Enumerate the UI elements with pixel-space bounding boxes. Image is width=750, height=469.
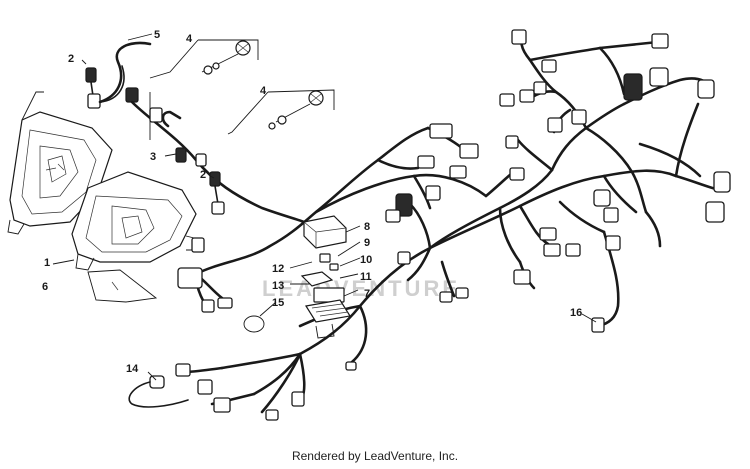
cable-tie (243, 315, 265, 333)
callout-9: 9 (364, 237, 370, 249)
callout-3: 3 (150, 151, 156, 163)
callout-13: 13 (272, 280, 284, 292)
callout-labels: 1 2 2 3 4 4 5 6 7 8 9 10 11 12 13 14 15 … (42, 29, 582, 375)
callout-15: 15 (272, 297, 284, 309)
label-sheet (87, 269, 158, 303)
footer-credit: Rendered by LeadVenture, Inc. (291, 449, 459, 463)
callout-8: 8 (364, 221, 370, 233)
callout-16: 16 (570, 307, 582, 319)
watermark: LEADVENTURE (262, 276, 461, 301)
callout-12: 12 (272, 263, 284, 275)
callout-10: 10 (360, 254, 372, 266)
relay-box (303, 215, 347, 249)
adjuster-knob-lower (268, 90, 324, 130)
callout-7: 7 (364, 288, 370, 300)
callout-2a: 2 (68, 53, 74, 65)
fuse-block (300, 271, 351, 339)
callout-5: 5 (154, 29, 160, 41)
callout-4b: 4 (260, 85, 267, 97)
harness-connectors (175, 29, 731, 421)
bulb-socket-upper (85, 67, 101, 109)
headlight-right (71, 171, 197, 271)
headlight-sub-harness (98, 41, 306, 224)
callout-1: 1 (44, 257, 50, 269)
callout-11: 11 (360, 271, 372, 283)
callout-2b: 2 (200, 169, 206, 181)
relay-small (319, 253, 339, 271)
callout-6: 6 (42, 281, 48, 293)
callout-4a: 4 (186, 33, 193, 45)
cap-14 (128, 375, 189, 408)
adjuster-knob-upper (201, 40, 251, 75)
callout-14: 14 (126, 363, 139, 375)
